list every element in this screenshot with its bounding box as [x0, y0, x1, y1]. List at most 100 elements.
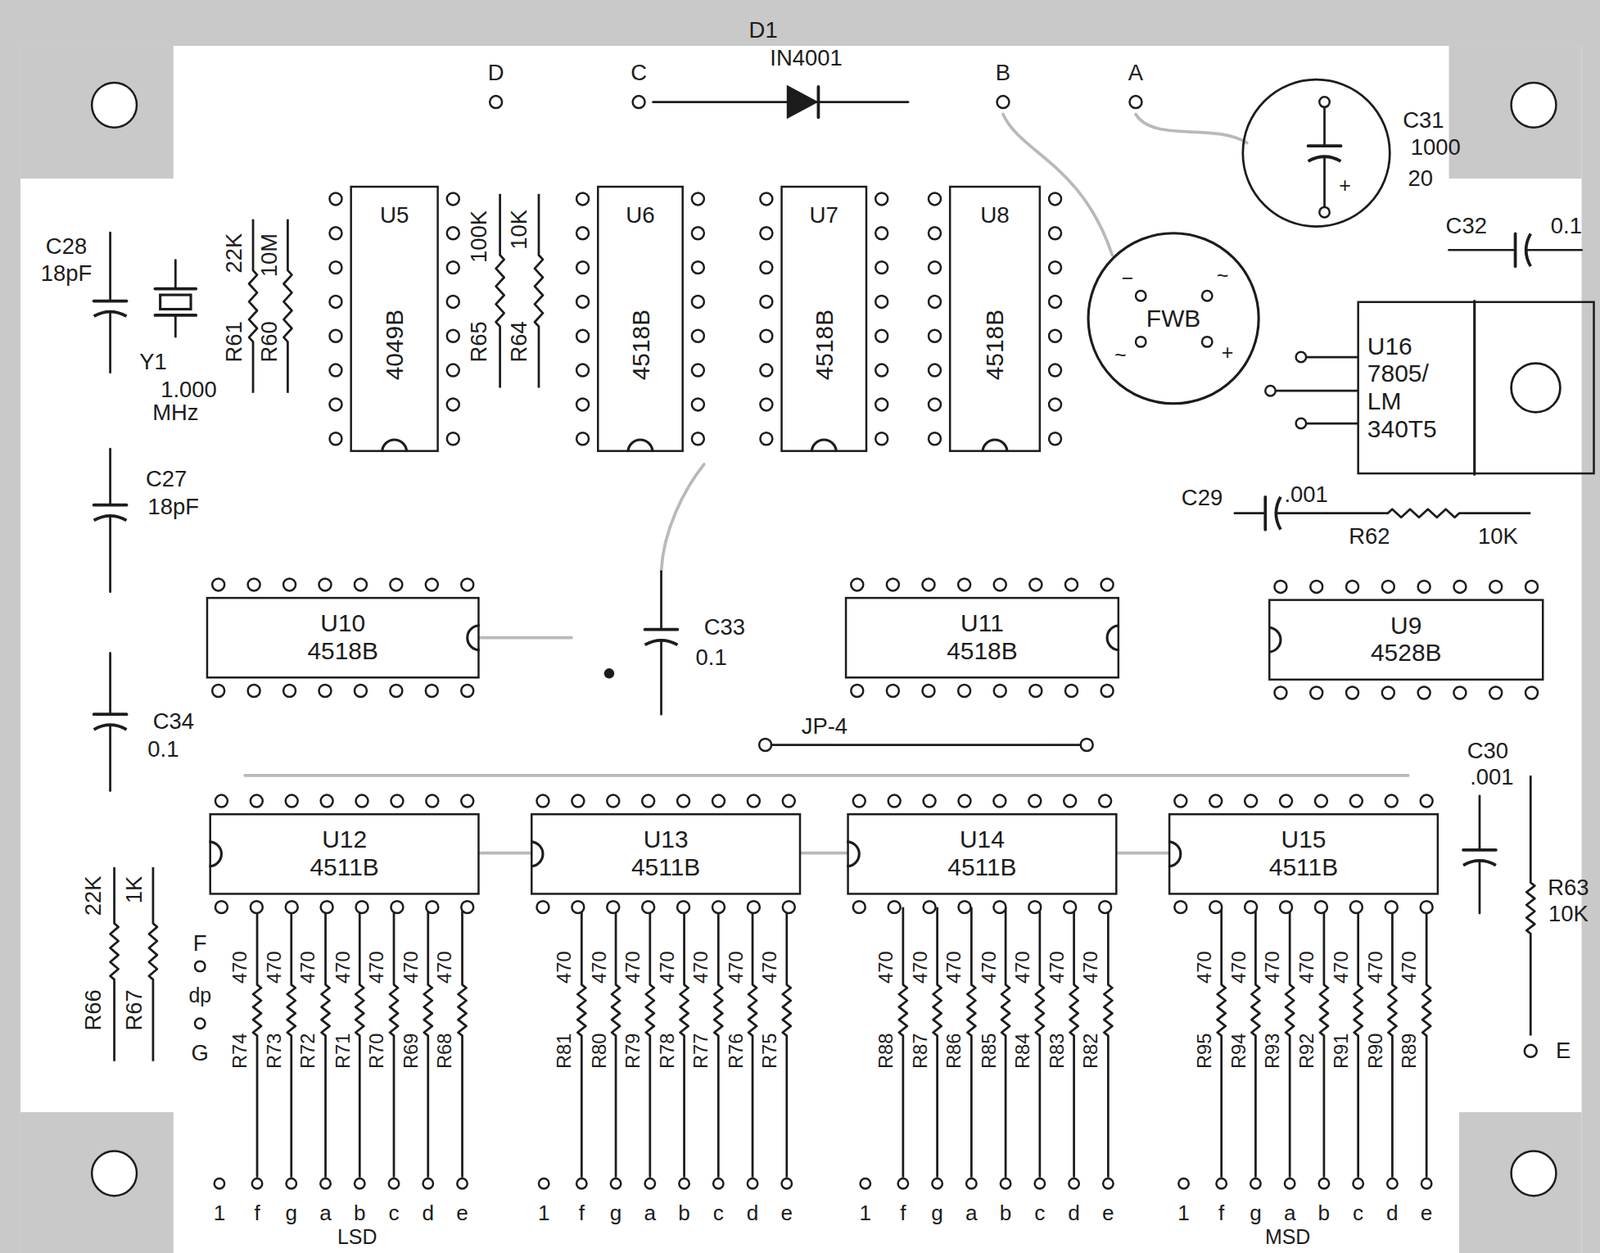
solder-pad: [447, 261, 460, 274]
wire: [1526, 248, 1582, 252]
part-label: R68: [434, 1033, 455, 1069]
section-label: LSD: [337, 1226, 377, 1248]
lead: [1270, 389, 1357, 393]
solder-pad: [1065, 684, 1078, 697]
solder-pad: [447, 432, 460, 445]
part-label: R76: [725, 1033, 746, 1069]
copper-trace: [800, 851, 847, 855]
solder-pad: [212, 684, 225, 697]
solder-pad: [928, 192, 941, 205]
part-label: R74: [230, 1033, 250, 1069]
resistor-symbol: [355, 907, 364, 1178]
pin-label: f: [899, 1201, 906, 1223]
ic-package: U104518B: [206, 596, 480, 679]
solder-pad: [1387, 1178, 1397, 1189]
solder-pad: [1418, 580, 1431, 593]
ic-package: U124511B: [208, 813, 480, 895]
node-text: 4518B: [982, 309, 1008, 380]
value-label: .001: [1283, 483, 1328, 507]
pin-label: c: [1034, 1201, 1045, 1223]
solder-pad: [994, 578, 1007, 591]
solder-pad: [1244, 900, 1257, 913]
resistor-symbol: [1035, 907, 1045, 1178]
resistor-symbol: [611, 907, 620, 1178]
solder-pad: [536, 900, 549, 913]
wire: [659, 571, 663, 630]
solder-pad: [898, 1178, 909, 1189]
solder-pad: [1101, 684, 1114, 697]
solder-pad: [958, 900, 972, 913]
node-text: U6: [599, 203, 683, 227]
pin-label: a: [319, 1201, 332, 1223]
solder-pad: [606, 900, 620, 913]
solder-pad: [759, 432, 773, 445]
solder-pad: [1080, 738, 1094, 751]
node-text: U16 7805/ LM 340T5: [1367, 332, 1470, 443]
crystal-symbol: [160, 294, 191, 309]
solder-pad: [252, 1178, 263, 1189]
solder-pad: [1525, 687, 1538, 700]
part-label: C34: [153, 709, 195, 733]
solder-pad: [456, 1178, 467, 1189]
solder-pad: [928, 226, 941, 240]
value-label: 470: [944, 950, 964, 983]
solder-pad: [447, 397, 460, 411]
wire: [1478, 860, 1482, 913]
solder-pad: [1065, 578, 1078, 591]
solder-pad: [1063, 795, 1076, 808]
ic-package: U84518B: [949, 185, 1041, 452]
package-notch: [982, 439, 1008, 452]
node-text: U11: [960, 610, 1004, 638]
part-label: R75: [759, 1033, 780, 1069]
solder-pad: [576, 192, 589, 205]
resistor-symbol: [967, 907, 976, 1178]
solder-pad: [1244, 795, 1257, 808]
resistor-symbol: [782, 907, 791, 1178]
solder-pad: [759, 226, 773, 240]
solder-pad: [1028, 795, 1041, 808]
part-label: R83: [1047, 1033, 1067, 1069]
node-text: 4049B: [382, 309, 407, 380]
solder-pad: [928, 432, 941, 445]
mounting-hole: [1511, 82, 1557, 128]
solder-pad: [538, 1178, 549, 1189]
pin-label: g: [284, 1201, 298, 1223]
solder-pad: [1346, 580, 1359, 593]
wire: [174, 315, 177, 337]
value-label: 470: [1047, 950, 1067, 983]
terminal-label: C: [630, 62, 647, 85]
solder-pad: [329, 261, 343, 274]
solder-pad: [1209, 900, 1222, 913]
package-notch: [467, 625, 480, 651]
part-label: R85: [978, 1033, 999, 1069]
capacitor-plate: [645, 628, 678, 632]
solder-pad: [645, 1178, 656, 1189]
part-label: R91: [1331, 1033, 1352, 1069]
solder-pad: [447, 329, 460, 343]
value-label: 100K: [468, 210, 491, 263]
solder-pad: [576, 1178, 587, 1189]
solder-pad: [461, 684, 474, 697]
solder-pad: [712, 795, 725, 808]
value-label: 470: [298, 950, 319, 983]
terminal-label: F: [193, 932, 208, 955]
part-label: R60: [257, 320, 281, 362]
solder-pad: [1385, 795, 1398, 808]
node-text: U9: [1390, 612, 1422, 640]
solder-pad: [1489, 580, 1502, 593]
solder-pad: [576, 261, 589, 274]
value-label: 10M: [257, 233, 281, 277]
solder-pad: [576, 432, 589, 445]
value-label: 470: [725, 950, 746, 983]
solder-pad: [286, 1178, 297, 1189]
solder-pad: [329, 364, 343, 377]
terminal-label: A: [1128, 62, 1144, 85]
resistor-symbol: [646, 907, 655, 1178]
solder-pad: [928, 364, 941, 377]
pin-label: d: [421, 1201, 434, 1223]
solder-pad: [329, 226, 343, 240]
value-label: 470: [401, 950, 421, 983]
solder-pad: [1000, 1178, 1011, 1189]
terminal-label: D: [488, 62, 505, 85]
